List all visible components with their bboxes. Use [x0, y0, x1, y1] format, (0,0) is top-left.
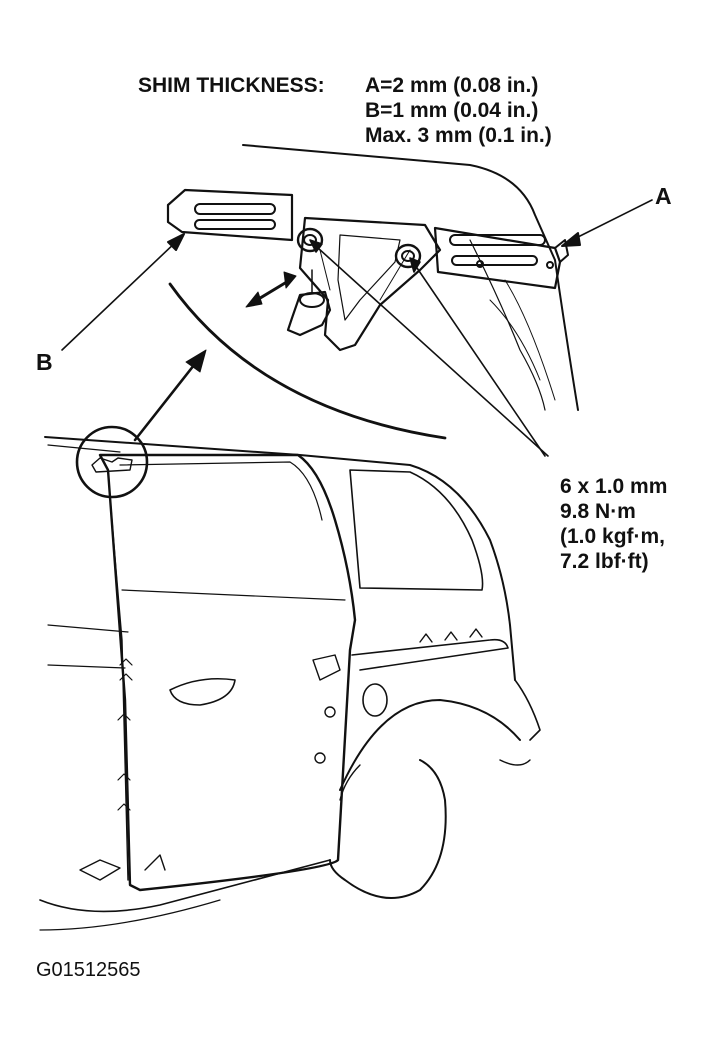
- shim-b-spec: B=1 mm (0.04 in.): [365, 99, 539, 122]
- shim-max-spec: Max. 3 mm (0.1 in.): [365, 124, 552, 147]
- shim-a-icon: [435, 228, 568, 288]
- adjust-arrow-icon: [246, 272, 296, 307]
- rear-wheel-icon: [330, 700, 520, 898]
- shim-b-icon: [168, 190, 292, 240]
- shim-thickness-heading: SHIM THICKNESS:: [138, 74, 325, 97]
- van-body-icon: [40, 437, 540, 930]
- torque-lbfft: 7.2 lbf·ft): [560, 550, 649, 573]
- detail-view: [62, 145, 652, 456]
- body-panel-hatch: [490, 280, 555, 400]
- torque-kgfm: (1.0 kgf·m,: [560, 525, 666, 548]
- detail-boundary-arc: [170, 284, 445, 438]
- callout-b-leader: [62, 234, 184, 350]
- callout-a-label: A: [655, 183, 672, 209]
- striker-knob-icon: [288, 270, 330, 335]
- callout-b-label: B: [36, 349, 53, 375]
- shim-a-spec: A=2 mm (0.08 in.): [365, 74, 539, 97]
- torque-size: 6 x 1.0 mm: [560, 475, 668, 498]
- body-panel-inner-line: [470, 240, 545, 410]
- torque-leader-lines: [310, 240, 548, 456]
- bolt-icon: [298, 229, 420, 267]
- detail-circle-icon: [77, 350, 206, 497]
- body-panel-outline: [243, 145, 578, 410]
- sliding-door-icon: [80, 455, 355, 890]
- torque-nm: 9.8 N·m: [560, 500, 636, 523]
- vehicle-view: [40, 350, 540, 930]
- figure-id: G01512565: [36, 959, 141, 981]
- callout-a-leader: [562, 200, 652, 246]
